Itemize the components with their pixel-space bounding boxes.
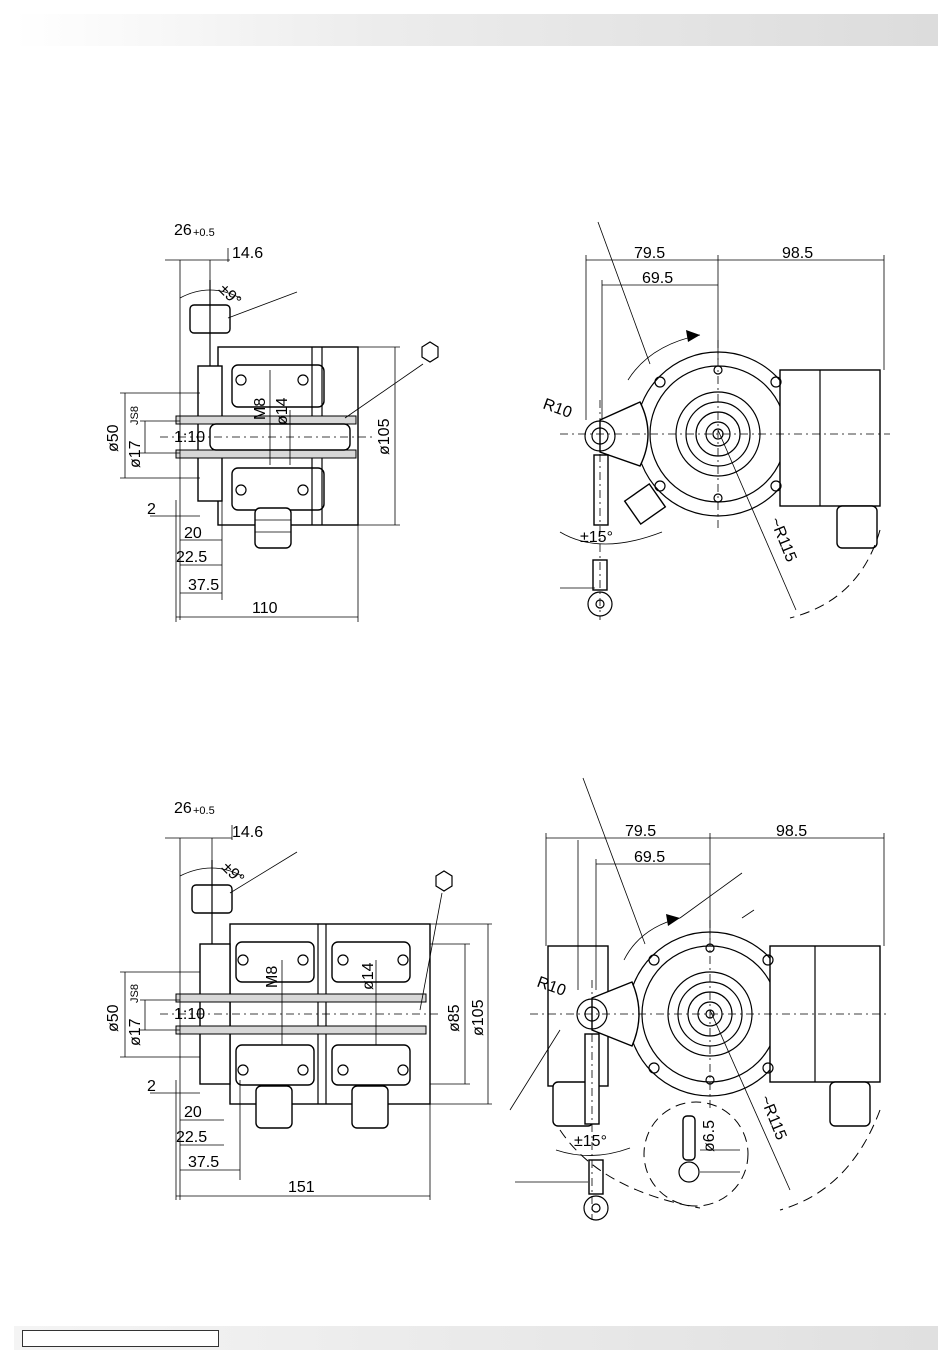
b-dim-d105: ø105	[470, 999, 487, 1036]
b-dim-20: 20	[184, 1104, 202, 1121]
dim-110: 110	[252, 600, 278, 617]
dim-2: 2	[147, 501, 156, 518]
front-dim-r115: ~R115	[766, 515, 799, 564]
front-dim-angle-15: ±15°	[580, 529, 613, 546]
dim-m8: M8	[252, 398, 269, 420]
top-side-view: 26 +0.5 14.6 ±9° ø50 ø17 JS8 1:10 M8 ø14…	[105, 222, 438, 622]
b-dim-d50: ø50	[105, 1004, 122, 1032]
b-dim-d17: ø17	[127, 1018, 144, 1046]
dim-taper: 1:10	[174, 429, 205, 446]
cable-gland-1	[256, 1086, 292, 1128]
b-dim-d14: ø14	[360, 962, 377, 990]
b-dim-m8: M8	[264, 966, 281, 988]
b-front-dim-79-5: 79.5	[625, 823, 656, 840]
shaft-lower-wall	[176, 450, 356, 458]
b-dim-angle-9: ±9°	[218, 859, 247, 888]
cable-gland	[255, 508, 291, 548]
b-dim-22-5: 22.5	[176, 1129, 207, 1146]
b-dim-2: 2	[147, 1078, 156, 1095]
dim-26-tol: +0.5	[193, 227, 215, 239]
hex-marker	[422, 342, 438, 362]
hex-marker-bottom	[436, 871, 452, 891]
cable-gland-2	[352, 1086, 388, 1128]
front-cable-gland	[837, 506, 877, 548]
dim-d50: ø50	[105, 424, 122, 452]
dim-37-5: 37.5	[188, 577, 219, 594]
front-dim-r10: R10	[541, 396, 574, 422]
b-front-dim-r115: ~R115	[756, 1093, 789, 1142]
shaft-long-lower-wall	[176, 1026, 426, 1034]
bottom-side-view: 26 +0.5 14.6 ±9° ø50 ø17 JS8 1:10 M8 ø14…	[105, 800, 492, 1200]
dim-22-5: 22.5	[176, 549, 207, 566]
b-front-dim-98-5: 98.5	[776, 823, 807, 840]
dim-d105: ø105	[376, 418, 393, 455]
b-dim-14-6: 14.6	[232, 824, 263, 841]
front-link-rod	[594, 455, 608, 525]
front-dim-69-5: 69.5	[642, 270, 673, 287]
dim-d14: ø14	[274, 397, 291, 425]
b-front-dim-69-5: 69.5	[634, 849, 665, 866]
b-dim-26-tol: +0.5	[193, 805, 215, 817]
dim-20: 20	[184, 525, 202, 542]
b-dim-151: 151	[288, 1179, 315, 1196]
dim-14-6: 14.6	[232, 245, 263, 262]
bottom-front-view: 79.5 98.5 69.5 R10 ±15° ~R115 ø6.5	[510, 778, 890, 1220]
b-dim-taper: 1:10	[174, 1006, 205, 1023]
footer-box	[22, 1330, 219, 1347]
dim-26: 26	[174, 222, 192, 239]
b-dim-37-5: 37.5	[188, 1154, 219, 1171]
b-front-dim-d6-5: ø6.5	[701, 1120, 718, 1152]
b-front-dim-angle-15: ±15°	[574, 1133, 607, 1150]
b-dim-d17-tol: JS8	[129, 984, 141, 1003]
b-front-cable-gland	[830, 1082, 870, 1126]
b-dim-26: 26	[174, 800, 192, 817]
top-front-view: 79.5 98.5 69.5 R10 ±15° ~R115	[541, 222, 890, 620]
dim-d17-tol: JS8	[129, 406, 141, 425]
detail-circle	[644, 1102, 748, 1206]
front-terminal-box	[780, 370, 880, 506]
dim-d17: ø17	[127, 440, 144, 468]
shaft-long-upper-wall	[176, 994, 426, 1002]
front-dim-79-5: 79.5	[634, 245, 665, 262]
front-dim-98-5: 98.5	[782, 245, 813, 262]
b-dim-d85: ø85	[446, 1004, 463, 1032]
